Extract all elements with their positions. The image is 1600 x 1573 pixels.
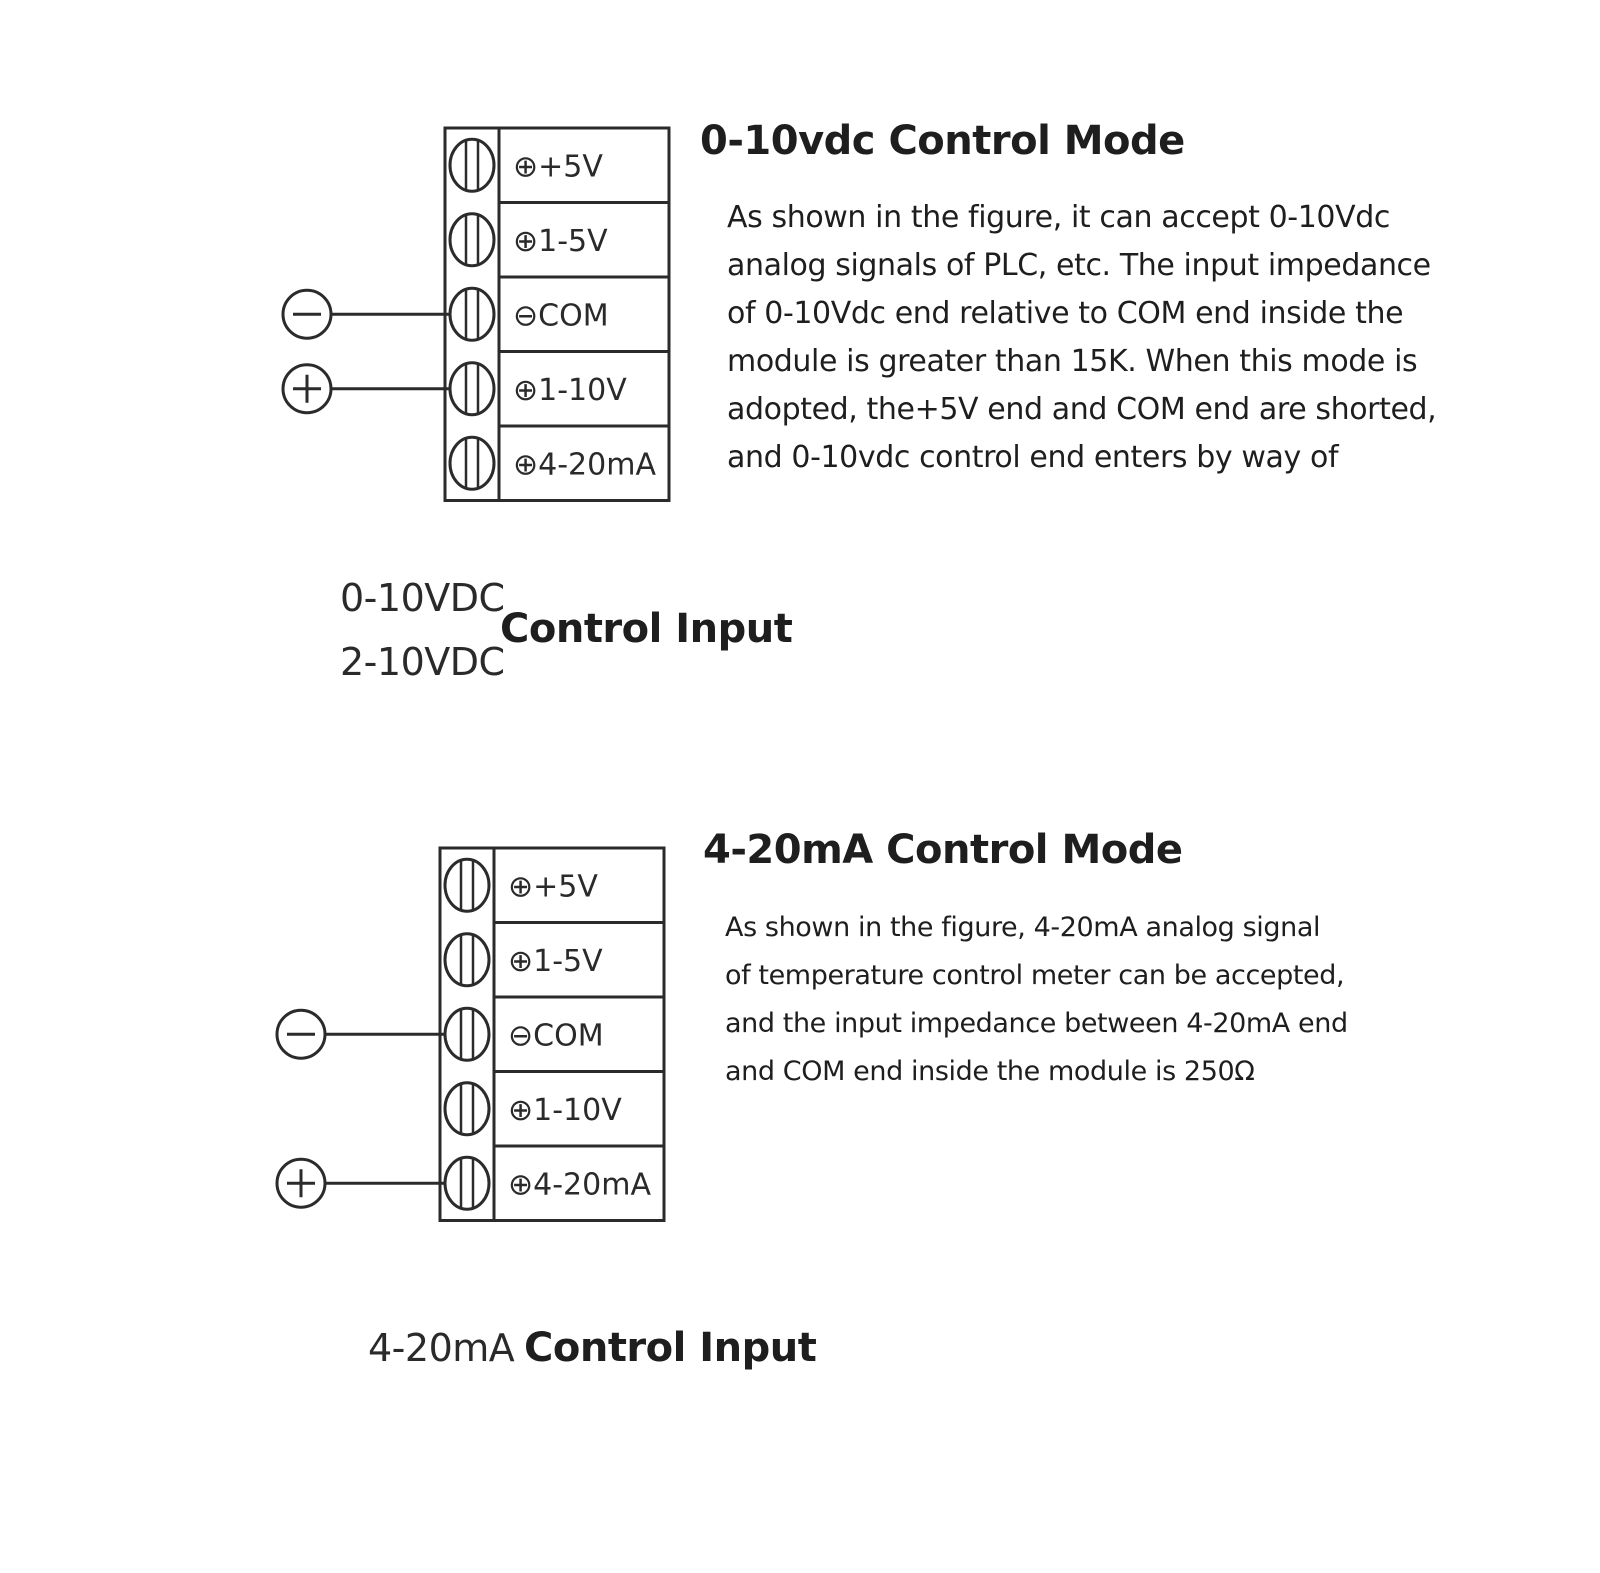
positive-terminal-icon bbox=[281, 363, 333, 415]
terminal-label: ⊕1-10V bbox=[513, 373, 627, 408]
screw-terminal-icon bbox=[443, 1081, 491, 1137]
description-4-20ma-mode: As shown in the figure, 4-20mA analog si… bbox=[725, 904, 1348, 1096]
title-0-10vdc-mode: 0-10vdc Control Mode bbox=[700, 118, 1185, 164]
control-input-caption: Control Input bbox=[524, 1325, 817, 1371]
negative-terminal-icon bbox=[275, 1008, 327, 1060]
description-line: and COM end inside the module is 250Ω bbox=[725, 1056, 1255, 1087]
description-0-10vdc-mode: As shown in the figure, it can accept 0-… bbox=[727, 194, 1437, 482]
screw-terminal-icon bbox=[448, 361, 496, 417]
terminal-label: ⊕4-20mA bbox=[513, 447, 656, 482]
range-2-10vdc: 2-10VDC bbox=[340, 640, 505, 684]
terminal-block-4-20ma: ⊕+5V ⊕1-5V ⊖COM ⊕1-10V ⊕4-20mA bbox=[275, 846, 666, 1222]
screw-terminal-icon bbox=[448, 137, 496, 193]
terminal-label: ⊕1-5V bbox=[508, 944, 603, 979]
terminal-label: ⊖COM bbox=[508, 1018, 604, 1053]
screw-terminal-icon bbox=[443, 857, 491, 913]
positive-terminal-icon bbox=[275, 1157, 327, 1209]
description-line: and the input impedance between 4-20mA e… bbox=[725, 1008, 1348, 1039]
terminal-label: ⊕1-10V bbox=[508, 1093, 622, 1128]
description-line: adopted, the+5V end and COM end are shor… bbox=[727, 392, 1437, 427]
title-4-20ma-mode: 4-20mA Control Mode bbox=[703, 827, 1183, 873]
description-line: analog signals of PLC, etc. The input im… bbox=[727, 248, 1431, 283]
control-input-caption: Control Input bbox=[500, 606, 793, 652]
terminal-label: ⊕+5V bbox=[513, 149, 603, 184]
description-line: module is greater than 15K. When this mo… bbox=[727, 344, 1418, 379]
negative-terminal-icon bbox=[281, 288, 333, 340]
terminal-label: ⊖COM bbox=[513, 298, 609, 333]
terminal-label: ⊕+5V bbox=[508, 869, 598, 904]
description-line: of 0-10Vdc end relative to COM end insid… bbox=[727, 296, 1404, 331]
terminal-label: ⊕4-20mA bbox=[508, 1167, 651, 1202]
screw-terminal-icon bbox=[448, 435, 496, 491]
screw-terminal-icon bbox=[448, 286, 496, 342]
screw-terminal-icon bbox=[443, 1155, 491, 1211]
terminal-label: ⊕1-5V bbox=[513, 224, 608, 259]
screw-terminal-icon bbox=[448, 212, 496, 268]
range-0-10vdc: 0-10VDC bbox=[340, 576, 505, 620]
screw-terminal-icon bbox=[443, 932, 491, 988]
description-line: of temperature control meter can be acce… bbox=[725, 960, 1345, 991]
range-4-20ma: 4-20mA bbox=[368, 1326, 515, 1370]
description-line: As shown in the figure, it can accept 0-… bbox=[727, 200, 1390, 235]
terminal-block-0-10vdc: ⊕+5V ⊕1-5V ⊖COM ⊕1-10V ⊕4-20mA bbox=[281, 126, 671, 502]
screw-terminal-icon bbox=[443, 1006, 491, 1062]
description-line: and 0-10vdc control end enters by way of bbox=[727, 440, 1339, 475]
description-line: As shown in the figure, 4-20mA analog si… bbox=[725, 912, 1321, 943]
